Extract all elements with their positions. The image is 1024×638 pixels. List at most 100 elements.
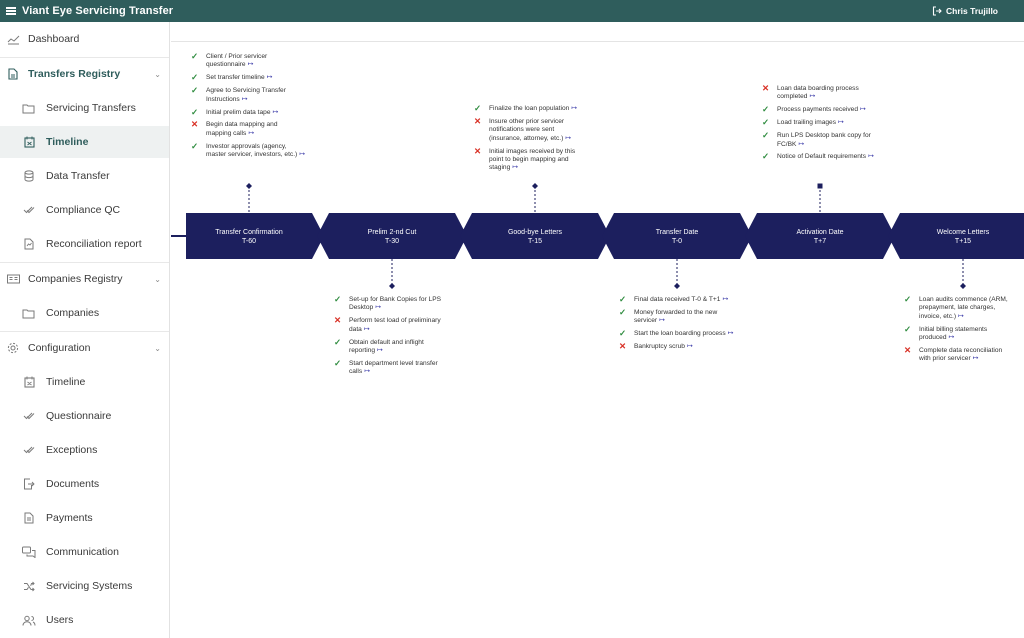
check-icon: ✓: [904, 294, 912, 304]
open-arrow-icon[interactable]: ↦: [727, 330, 734, 338]
check-icon: ✓: [334, 357, 342, 368]
sidebar-item-dashboard[interactable]: Dashboard: [0, 23, 169, 55]
task-text: Final data received T-0 & T+1: [634, 296, 721, 303]
check-icon: ✓: [762, 117, 770, 128]
task-text: completed: [777, 93, 808, 101]
task-list-goodbye-letters: ✓Finalize the loan population↦✕Insure ot…: [474, 104, 604, 177]
hamburger-menu-icon[interactable]: [0, 0, 22, 22]
milestone-marker: [674, 283, 680, 289]
milestone-name: Prelim 2-nd Cut: [368, 229, 417, 236]
sidebar-item-exceptions[interactable]: Exceptions: [0, 434, 169, 466]
milestone-offset: T-15: [528, 238, 542, 245]
sidebar-item-communication[interactable]: Communication: [0, 536, 169, 568]
folder-icon: [22, 306, 36, 320]
open-arrow-icon[interactable]: ↦: [948, 334, 955, 342]
open-arrow-icon[interactable]: ↦: [241, 95, 248, 103]
open-arrow-icon[interactable]: ↦: [266, 74, 273, 82]
open-arrow-icon[interactable]: ↦: [299, 151, 306, 159]
open-arrow-icon[interactable]: ↦: [248, 129, 255, 137]
chart-icon: [6, 32, 20, 46]
open-arrow-icon[interactable]: ↦: [838, 119, 844, 127]
sidebar-item-reconciliation-report[interactable]: Reconciliation report: [0, 228, 169, 260]
milestone-shape: [317, 213, 467, 259]
divider: [0, 331, 169, 332]
milestone-name: Welcome Letters: [937, 229, 990, 236]
open-arrow-icon[interactable]: ↦: [868, 153, 874, 161]
task-text: Initial billing statements: [919, 325, 988, 333]
task-text: Set-up for Bank Copies for LPS: [349, 296, 441, 303]
task-item: ✓Process payments received↦: [762, 104, 892, 115]
sidebar-item-payments[interactable]: Payments: [0, 502, 169, 534]
check-icon: ✓: [619, 306, 627, 317]
sidebar-item-servicing-transfers[interactable]: Servicing Transfers: [0, 92, 169, 124]
milestone-name: Activation Date: [796, 229, 843, 236]
milestone-shape: [602, 213, 752, 259]
open-arrow-icon[interactable]: ↦: [958, 312, 964, 320]
check-icon: ✓: [619, 294, 627, 304]
open-arrow-icon[interactable]: ↦: [722, 296, 729, 303]
task-item: ✓Set transfer timeline↦: [191, 73, 333, 82]
task-text: FC/BK: [777, 140, 797, 148]
sidebar-item-users[interactable]: Users: [0, 604, 169, 636]
double-check-icon: [22, 203, 36, 217]
open-arrow-icon[interactable]: ↦: [659, 317, 665, 325]
task-text: point to begin mapping and: [489, 156, 569, 164]
check-icon: ✓: [334, 294, 342, 304]
document-icon: [6, 67, 20, 81]
sidebar-item-servicing-systems[interactable]: Servicing Systems: [0, 570, 169, 602]
sidebar-group-transfers-registry[interactable]: Transfers Registry ⌄: [0, 58, 169, 90]
sidebar-item-compliance-qc[interactable]: Compliance QC: [0, 194, 169, 226]
sidebar-item-questionnaire[interactable]: Questionnaire: [0, 400, 169, 432]
open-arrow-icon[interactable]: ↦: [364, 368, 371, 376]
sidebar-item-companies[interactable]: Companies: [0, 297, 169, 329]
open-arrow-icon[interactable]: ↦: [363, 325, 370, 333]
sidebar-item-timeline[interactable]: Timeline: [0, 126, 169, 158]
calendar-icon: [22, 375, 36, 389]
sidebar-item-label: Companies: [46, 307, 100, 319]
open-arrow-icon[interactable]: ↦: [860, 106, 866, 114]
open-arrow-icon[interactable]: ↦: [798, 140, 805, 148]
open-arrow-icon[interactable]: ↦: [809, 93, 816, 101]
open-arrow-icon[interactable]: ↦: [272, 108, 279, 116]
sidebar-item-documents[interactable]: Documents: [0, 468, 169, 500]
sidebar-item-label: Timeline: [46, 136, 89, 148]
sidebar-item-label: Timeline: [46, 376, 86, 388]
x-icon: ✕: [191, 119, 199, 130]
task-text: Insure other prior servicer: [489, 117, 565, 125]
user-menu[interactable]: Chris Trujillo: [932, 0, 998, 22]
task-item: ✓Load trailing images↦: [762, 117, 892, 128]
open-arrow-icon[interactable]: ↦: [377, 347, 383, 355]
open-arrow-icon[interactable]: ↦: [972, 355, 979, 363]
sidebar-group-companies-registry[interactable]: Companies Registry ⌄: [0, 263, 169, 295]
chat-icon: [22, 545, 36, 559]
task-item: ✓Finalize the loan population↦: [474, 104, 604, 113]
open-arrow-icon[interactable]: ↦: [686, 343, 693, 351]
milestone-offset: T-30: [385, 238, 399, 245]
open-arrow-icon[interactable]: ↦: [247, 61, 254, 69]
sidebar-item-data-transfer[interactable]: Data Transfer: [0, 160, 169, 192]
milestone-name: Good-bye Letters: [508, 229, 563, 236]
task-text: produced: [919, 334, 947, 342]
open-arrow-icon[interactable]: ↦: [565, 134, 572, 142]
task-text: Start the loan boarding process: [634, 330, 726, 338]
app-title: Viant Eye Servicing Transfer: [22, 5, 174, 17]
task-item: ✓ Final data received T-0 & T+1↦: [619, 294, 759, 304]
open-arrow-icon[interactable]: ↦: [512, 164, 519, 172]
sidebar-group-configuration[interactable]: Configuration ⌄: [0, 332, 169, 364]
open-arrow-icon[interactable]: ↦: [375, 304, 382, 312]
check-icon: ✓: [191, 51, 199, 61]
check-icon: ✓: [762, 104, 770, 115]
task-text: Set transfer timeline: [206, 74, 265, 82]
sidebar-item-config-timeline[interactable]: Timeline: [0, 366, 169, 398]
open-arrow-icon[interactable]: ↦: [571, 105, 578, 112]
